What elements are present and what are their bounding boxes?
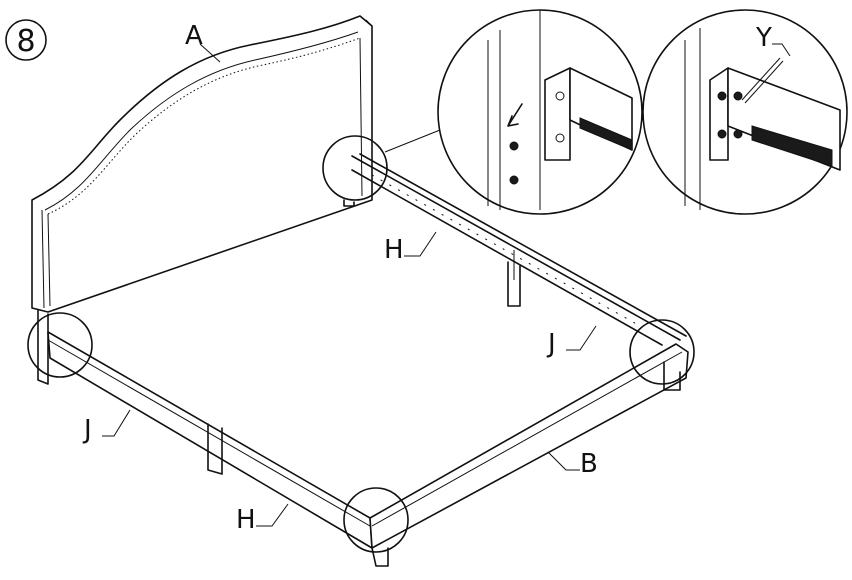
label-footboard: B <box>580 449 598 479</box>
detail-markers <box>27 135 695 553</box>
side-rail-right <box>351 153 687 346</box>
zoom-detail-right <box>642 9 848 215</box>
label-rail-front: H <box>236 505 256 535</box>
label-slat-left: J <box>82 415 92 445</box>
headboard-legs <box>37 199 355 385</box>
step-number: 8 <box>16 24 35 59</box>
part-labels: A H J J B H Y <box>82 21 791 535</box>
callout-leader <box>384 129 441 153</box>
zoom-detail-left <box>437 9 643 215</box>
label-slat-right: J <box>546 329 556 359</box>
step-badge: 8 <box>5 19 47 61</box>
label-rail-back: H <box>384 235 404 265</box>
label-bolt: Y <box>755 23 772 53</box>
label-headboard: A <box>185 21 203 51</box>
headboard <box>31 15 373 313</box>
front-frame <box>47 331 689 567</box>
